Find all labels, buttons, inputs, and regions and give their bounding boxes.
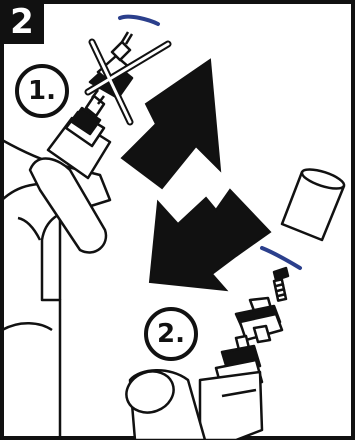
substep-1-label: 1.	[15, 64, 69, 118]
new-sleeve	[280, 168, 346, 242]
valve-upper	[28, 89, 112, 254]
step-number-badge: 2	[0, 0, 44, 44]
valve-lower	[198, 334, 264, 440]
substep-2-label: 2.	[144, 307, 198, 361]
blue-disc-top	[118, 14, 160, 26]
faucet-body-lower	[125, 369, 207, 440]
screw	[272, 266, 290, 302]
new-cartridge	[234, 296, 284, 344]
blue-disc-new	[260, 246, 302, 270]
cross-out-mark	[84, 38, 172, 126]
arrow-up-out	[120, 58, 222, 190]
arrow-down-in	[148, 188, 272, 292]
